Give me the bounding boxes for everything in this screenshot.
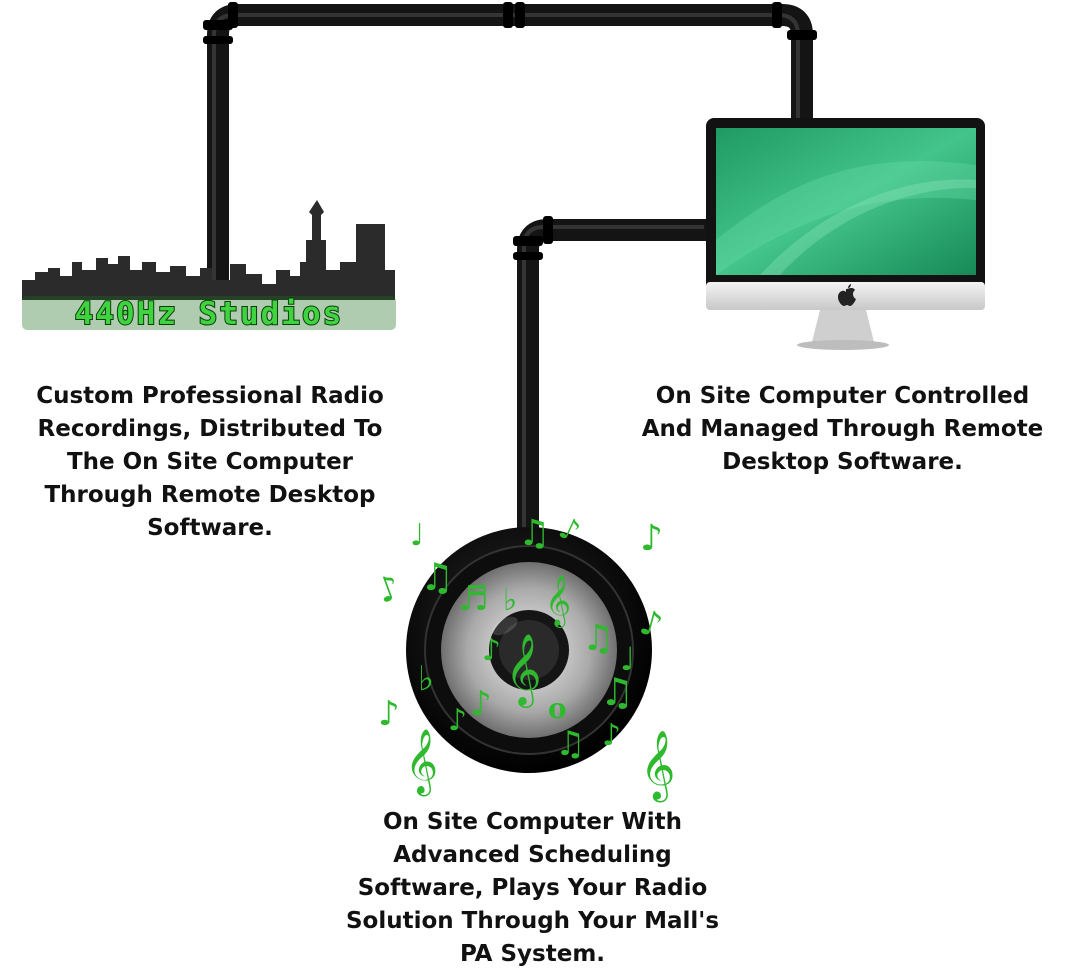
music-note-icon: ♫ [600,670,634,714]
music-note-icon: 𝄞 [405,729,438,796]
music-note-icon: 𝄞 [505,632,542,708]
music-note-icon: ♩ [620,640,635,678]
speaker-icon [406,527,652,773]
studio-caption-line: Custom Professional Radio [36,383,384,409]
onsite-caption-line: PA System. [459,941,606,967]
music-note-icon: ♫ [555,724,585,764]
city-skyline-icon [22,200,395,300]
music-note-icon: 𝄞 [545,575,571,628]
onsite-caption-line: On Site Computer With [382,809,683,835]
music-note-icon: ♪ [470,684,492,724]
studio-logo-text: 440Hz Studios [75,296,344,332]
onsite-caption-line: Solution Through Your Mall's [345,908,720,934]
onsite-caption: On Site Computer With Advanced Schedulin… [310,806,755,971]
music-notes: ♩ ♪ ♫ ♫ ♪ ♪ ♬ 𝄞 ♭ ♫ ♪ 𝄞 ♪ ♭ ♪ ♫ ♩ o ♪ 𝄞 … [372,510,676,802]
music-note-icon: ♩ [410,518,424,553]
remote-caption-line: And Managed Through Remote [641,416,1044,442]
studio-caption-line: Recordings, Distributed To [37,416,383,442]
onsite-caption-line: Software, Plays Your Radio [357,875,708,901]
studio-caption-line: Software. [147,515,273,541]
remote-caption: On Site Computer Controlled And Managed … [615,380,1070,479]
studio-caption-line: The On Site Computer [66,449,354,475]
music-note-icon: ♫ [420,555,454,599]
studio-caption-line: Through Remote Desktop [44,482,376,508]
music-note-icon: ♪ [372,567,406,612]
monitor-screen [716,128,976,275]
remote-caption-line: On Site Computer Controlled [655,383,1030,409]
apple-logo-icon [838,284,856,306]
onsite-caption-line: Advanced Scheduling [393,842,672,868]
music-note-icon: ♪ [448,703,467,738]
music-note-icon: ♭ [418,659,434,699]
remote-caption-line: Desktop Software. [722,449,963,475]
music-note-icon: 𝄞 [640,730,675,802]
music-note-icon: ♫ [582,618,614,659]
studio-logo: 440Hz Studios [22,295,396,333]
pipe-fittings [203,2,817,260]
studio-caption: Custom Professional Radio Recordings, Di… [10,380,410,545]
music-note-icon: ♪ [378,694,400,734]
music-note-icon: ♪ [602,718,621,753]
music-note-icon: ♫ [518,513,550,554]
music-note-icon: ♪ [640,518,663,559]
music-note-icon: ♬ [458,579,488,619]
music-note-icon: ♪ [482,633,501,668]
music-note-icon: o [548,692,567,725]
music-note-icon: ♭ [503,583,517,618]
imac-icon [706,118,985,350]
